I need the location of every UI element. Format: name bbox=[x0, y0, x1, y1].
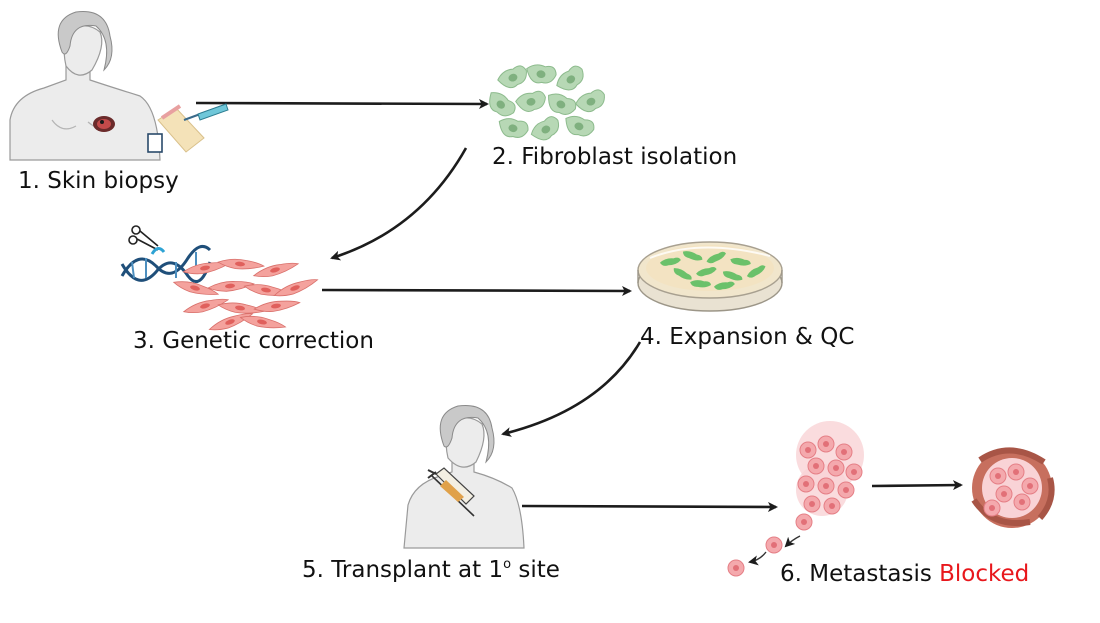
person-icon bbox=[9, 11, 161, 161]
wound-icon bbox=[93, 116, 115, 132]
fibroblast-cluster-icon bbox=[482, 62, 609, 146]
arrow-metastasis-to-blocked bbox=[871, 480, 963, 491]
arrow-biopsy-to-isolation bbox=[195, 98, 489, 109]
petri-dish-icon bbox=[637, 241, 783, 312]
step-1-label: 1. Skin biopsy bbox=[18, 168, 179, 194]
syringe-icon bbox=[427, 467, 475, 517]
superscript-o: o bbox=[503, 557, 512, 572]
step-4-label: 4. Expansion & QC bbox=[640, 324, 855, 350]
person-icon bbox=[403, 404, 525, 549]
corrected-fibroblast-icon bbox=[171, 257, 320, 335]
arrow-expansion-to-transplant bbox=[501, 341, 642, 437]
arrow-transplant-to-metastasis bbox=[521, 501, 778, 512]
step-3-label: 3. Genetic correction bbox=[133, 328, 374, 354]
step-5-label: 5. Transplant at 1o site bbox=[302, 557, 560, 583]
tumor-icon bbox=[727, 421, 864, 577]
step-2-label: 2. Fibroblast isolation bbox=[492, 144, 738, 170]
biopsy-punch-icon bbox=[183, 103, 229, 121]
arrow-isolation-to-correction bbox=[330, 147, 468, 261]
skin-biopsy-icon bbox=[147, 104, 205, 153]
arrow-correction-to-expansion bbox=[321, 285, 632, 296]
step-6-label: 6. Metastasis Blocked bbox=[780, 561, 1030, 587]
encapsulated-tumor-icon bbox=[971, 447, 1055, 528]
blocked-highlight: Blocked bbox=[939, 561, 1030, 587]
